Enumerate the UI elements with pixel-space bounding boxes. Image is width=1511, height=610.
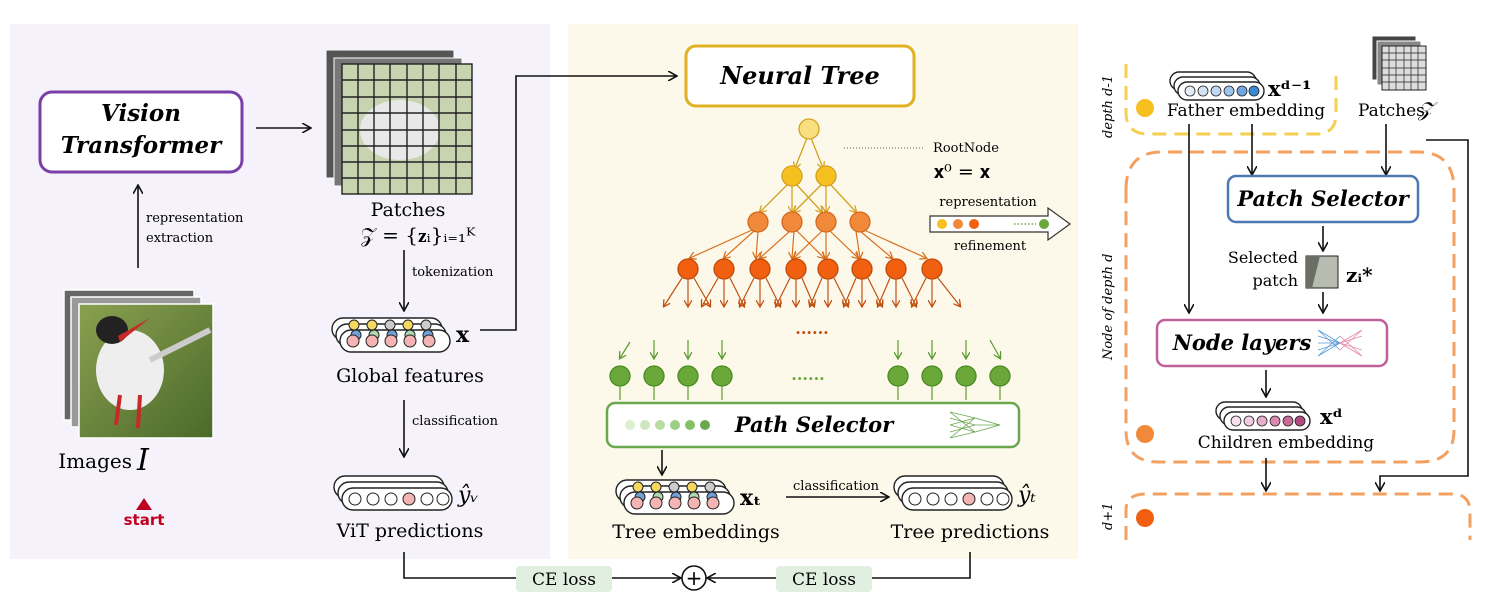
patches-stack bbox=[325, 49, 473, 195]
x-prev-symbol: 𝐱ᵈ⁻¹ bbox=[1268, 76, 1311, 101]
father-embedding-label: Father embedding bbox=[1167, 101, 1325, 121]
images-stack bbox=[63, 289, 214, 439]
patches-formula: 𝒵 = {𝐳ᵢ}ᵢ₌₁ᴷ bbox=[361, 223, 476, 247]
x-d-symbol: 𝐱ᵈ bbox=[1320, 404, 1343, 429]
vit-predictions-tokens bbox=[333, 475, 453, 511]
tree-predictions-tokens bbox=[893, 475, 1013, 511]
ce-loss-left-box bbox=[516, 566, 612, 592]
tree-panel bbox=[568, 24, 1078, 559]
root-node-label: RootNode bbox=[933, 141, 999, 156]
start-marker bbox=[136, 498, 152, 510]
vit-predictions-label: ViT predictions bbox=[336, 520, 484, 542]
patch-selector-box bbox=[1226, 174, 1420, 224]
start-label: start bbox=[124, 511, 165, 529]
vit-title-1: Vision bbox=[101, 100, 181, 127]
father-node-dot bbox=[1136, 99, 1154, 117]
network-icon bbox=[949, 411, 1001, 439]
tree-embeddings-tokens bbox=[615, 479, 735, 515]
representation-label: representation bbox=[939, 195, 1037, 210]
node-layers-title: Node layers bbox=[1172, 330, 1312, 355]
selected-patch-image bbox=[1305, 255, 1339, 289]
classification-tree-label: classification bbox=[793, 479, 880, 494]
path-selector-box bbox=[605, 401, 1021, 449]
z-selected-symbol: 𝐳ᵢ* bbox=[1346, 263, 1373, 287]
node-dot bbox=[1136, 425, 1154, 443]
patches-label: Patches bbox=[371, 199, 446, 221]
node-depth-label: Node of depth d bbox=[1101, 253, 1116, 361]
ce-loss-left: CE loss bbox=[532, 570, 596, 590]
x-t-symbol: 𝐱ₜ bbox=[740, 485, 761, 511]
tree-dots-mid: ...... bbox=[795, 319, 828, 338]
images-label: Images bbox=[58, 449, 132, 473]
neural-tree-title: Neural Tree bbox=[719, 61, 880, 90]
selected-label-2: patch bbox=[1253, 271, 1298, 290]
root-formula: 𝐱⁰ = 𝐱 bbox=[934, 161, 991, 183]
neural-tree-box bbox=[684, 44, 916, 108]
arrow-patches-to-next bbox=[1380, 139, 1469, 490]
images-symbol: I bbox=[136, 443, 150, 478]
tree-predictions-label: Tree predictions bbox=[891, 521, 1050, 543]
global-features-tokens bbox=[331, 317, 451, 353]
patches-small-icon bbox=[1371, 35, 1427, 91]
node-dashed-region bbox=[1124, 150, 1456, 464]
ce-loss-right-box bbox=[776, 566, 872, 592]
rep-extraction-1: representation bbox=[146, 211, 244, 226]
refinement-arrow bbox=[929, 206, 1072, 242]
plus-sign: + bbox=[686, 566, 703, 590]
depth-next-label: d+1 bbox=[1101, 503, 1116, 531]
global-features-label: Global features bbox=[336, 365, 484, 387]
root-node bbox=[798, 118, 820, 140]
children-embedding-label: Children embedding bbox=[1198, 433, 1375, 453]
father-dashed-region bbox=[1124, 64, 1338, 136]
tree-embeddings-label: Tree embeddings bbox=[612, 521, 780, 543]
tree-dots-leaf: ...... bbox=[791, 365, 824, 384]
connector-x-to-tree bbox=[480, 76, 676, 331]
path-selector-title: Path Selector bbox=[734, 412, 895, 437]
node-layers-box bbox=[1155, 318, 1389, 368]
father-embedding-tokens bbox=[1169, 71, 1265, 101]
tree-graph bbox=[664, 118, 960, 306]
ce-loss-right: CE loss bbox=[792, 570, 856, 590]
y-v-symbol: ŷᵥ bbox=[457, 483, 479, 508]
depth-prev-label: depth d-1 bbox=[1101, 75, 1116, 138]
next-node-dot bbox=[1136, 509, 1154, 527]
selected-label-1: Selected bbox=[1228, 248, 1298, 267]
vit-title-2: Transformer bbox=[61, 132, 223, 159]
vit-box bbox=[38, 90, 244, 174]
leaf-layer bbox=[609, 339, 1011, 400]
plus-circle bbox=[681, 565, 707, 591]
classification-vit-label: classification bbox=[412, 414, 499, 429]
tokenization-label: tokenization bbox=[412, 265, 494, 280]
children-embedding-tokens bbox=[1215, 401, 1311, 431]
patches-small-label: Patches bbox=[1358, 101, 1425, 121]
x-symbol: 𝐱 bbox=[456, 322, 470, 348]
path-selector-dots bbox=[625, 420, 710, 430]
patches-small-symbol: 𝒵 bbox=[1417, 97, 1438, 121]
patch-selector-title: Patch Selector bbox=[1236, 186, 1410, 211]
rep-extraction-2: extraction bbox=[146, 231, 214, 246]
refinement-label: refinement bbox=[954, 239, 1027, 254]
node-layers-network-icon bbox=[1317, 329, 1363, 357]
next-dashed-region bbox=[1124, 492, 1472, 540]
y-t-symbol: ŷₜ bbox=[1017, 483, 1036, 508]
